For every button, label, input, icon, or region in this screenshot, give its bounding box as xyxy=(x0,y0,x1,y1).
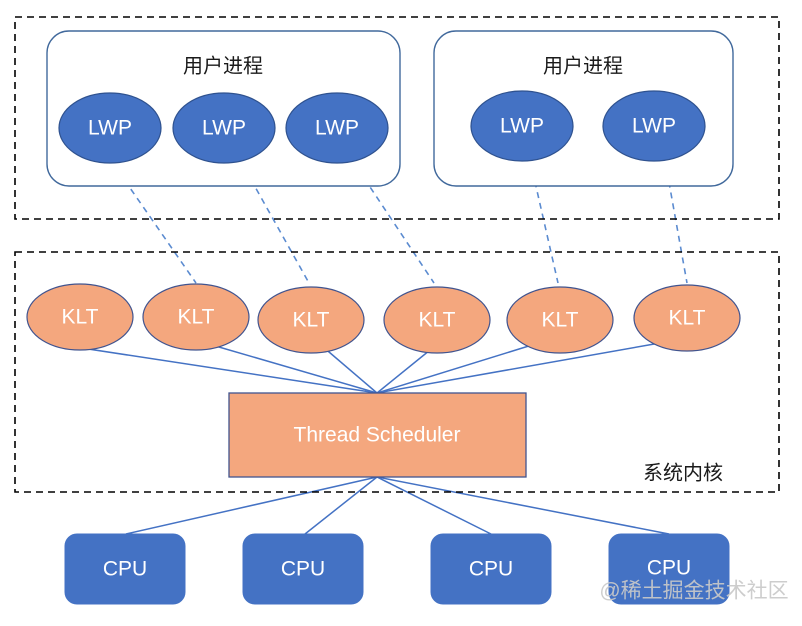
klt-node-4[interactable] xyxy=(383,286,491,354)
klt-node-4-label: KLT xyxy=(419,309,456,332)
cpu-node-2[interactable] xyxy=(242,533,364,605)
lwp-node-5[interactable] xyxy=(602,90,706,162)
lwp-node-1[interactable] xyxy=(58,92,162,164)
thread-scheduler-label: Thread Scheduler xyxy=(294,424,461,447)
klt-node-2-label: KLT xyxy=(178,306,215,329)
user-process-title-1: 用户进程 xyxy=(183,54,263,77)
lwp-node-3[interactable] xyxy=(285,92,389,164)
lwp-node-2[interactable] xyxy=(172,92,276,164)
link-klt4-scheduler xyxy=(376,345,436,394)
cpu-node-4-label: CPU xyxy=(647,557,691,580)
link-scheduler-cpu1 xyxy=(125,476,378,535)
lwp-node-3-label: LWP xyxy=(315,117,359,140)
cpu-node-2-label: CPU xyxy=(281,558,325,581)
lwp-node-4[interactable] xyxy=(470,90,574,162)
user-process-title-2: 用户进程 xyxy=(543,54,623,77)
klt-node-3[interactable] xyxy=(257,286,365,354)
watermark-label: @稀土掘金技术社区 xyxy=(599,580,788,603)
cpu-node-4[interactable] xyxy=(608,533,730,605)
thread-scheduler-box[interactable] xyxy=(228,392,527,478)
link-klt6-scheduler xyxy=(376,342,661,394)
klt-to-scheduler-links xyxy=(61,342,661,394)
klt-node-6[interactable] xyxy=(633,284,741,352)
lwp-node-2-label: LWP xyxy=(202,117,246,140)
klt-node-1[interactable] xyxy=(26,283,134,351)
link-lwp5-klt6 xyxy=(664,159,688,284)
lwp-node-5-label: LWP xyxy=(632,115,676,138)
kernel-space-region xyxy=(14,251,780,493)
link-klt2-scheduler xyxy=(211,344,378,394)
kernel-region-label: 系统内核 xyxy=(643,461,723,484)
scheduler-to-cpu-links xyxy=(125,476,670,535)
user-space-region xyxy=(14,16,780,220)
link-scheduler-cpu4 xyxy=(376,476,670,535)
klt-node-6-label: KLT xyxy=(669,307,706,330)
klt-node-5[interactable] xyxy=(506,286,614,354)
link-klt3-scheduler xyxy=(321,345,378,394)
klt-node-1-label: KLT xyxy=(62,306,99,329)
lwp-node-4-label: LWP xyxy=(500,115,544,138)
cpu-node-3[interactable] xyxy=(430,533,552,605)
lwp-node-1-label: LWP xyxy=(88,117,132,140)
link-scheduler-cpu2 xyxy=(304,476,378,535)
link-klt5-scheduler xyxy=(376,344,533,394)
cpu-node-1-label: CPU xyxy=(103,558,147,581)
klt-node-5-label: KLT xyxy=(542,309,579,332)
cpu-node-3-label: CPU xyxy=(469,558,513,581)
klt-node-3-label: KLT xyxy=(293,309,330,332)
link-klt1-scheduler xyxy=(61,344,378,394)
link-scheduler-cpu3 xyxy=(376,476,492,535)
cpu-node-1[interactable] xyxy=(64,533,186,605)
klt-node-2[interactable] xyxy=(142,283,250,351)
